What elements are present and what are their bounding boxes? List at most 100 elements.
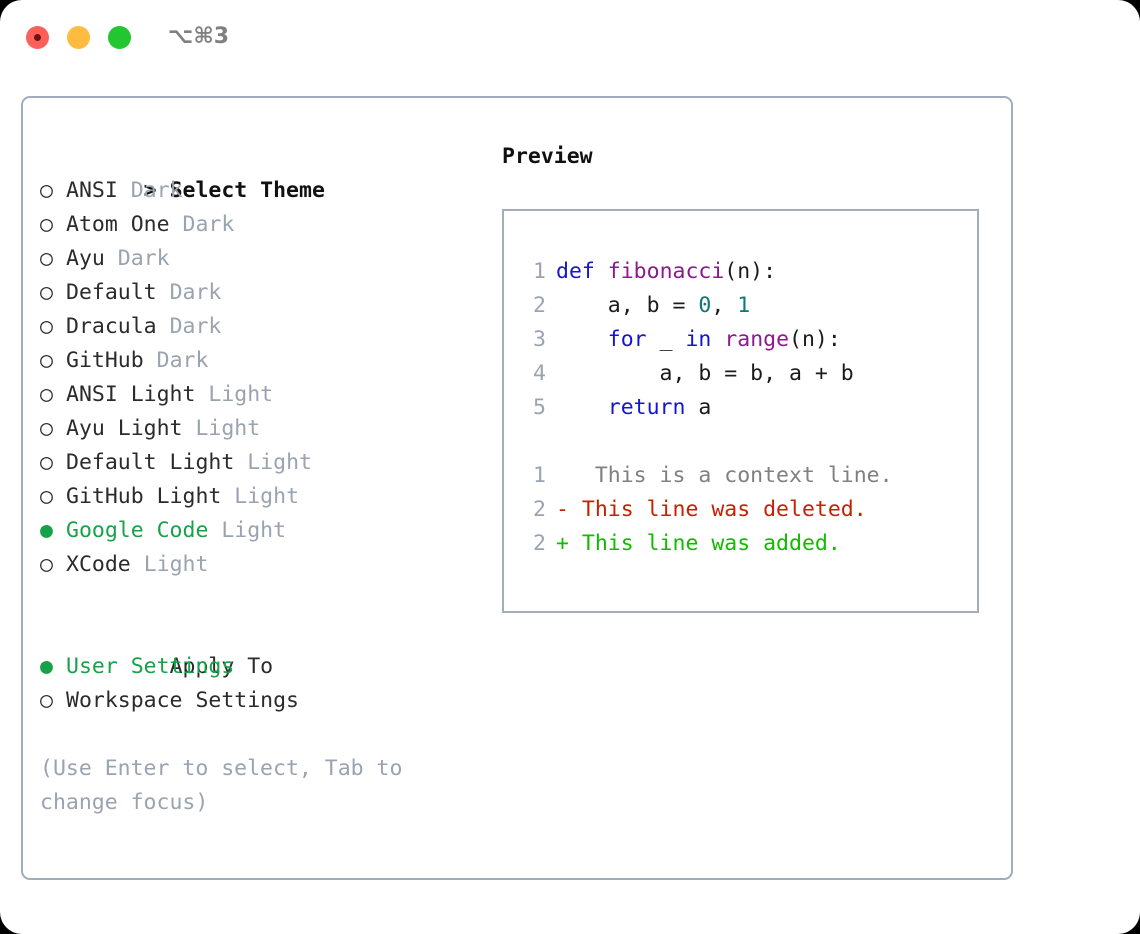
keyboard-shortcut-label: ⌥⌘3 <box>168 24 230 49</box>
apply-to-option[interactable]: ○ Workspace Settings <box>40 684 480 718</box>
code-token: 1 <box>737 293 751 318</box>
apply-to-option-label: User Settings <box>66 654 235 679</box>
theme-variant-label: Dark <box>117 246 170 271</box>
theme-name-label: Dracula <box>66 314 157 339</box>
theme-list-item[interactable]: ○Default Light Light <box>40 446 480 480</box>
diff-sign: - <box>556 497 569 522</box>
theme-variant-label: Dark <box>130 178 183 203</box>
theme-label-separator <box>131 552 144 577</box>
diff-sign <box>556 463 569 488</box>
theme-variant-label: Light <box>247 450 312 475</box>
diff-line: 2- This line was deleted. <box>512 493 973 527</box>
preview-column: Preview 1 def fibonacci (n): 2 a, b = 0, 1 3… <box>502 140 992 613</box>
code-token: return <box>607 395 686 420</box>
theme-variant-label: Light <box>234 484 300 509</box>
theme-variant-label: Dark <box>182 212 235 237</box>
diff-text: This line was deleted. <box>568 497 867 522</box>
close-window-icon[interactable] <box>26 26 49 49</box>
theme-list-item[interactable]: ● Google Code Light <box>40 514 480 548</box>
theme-name-label: GitHub <box>66 348 144 373</box>
radio-unselected-icon: ○ <box>40 314 53 339</box>
code-token <box>556 327 608 352</box>
apply-to-option[interactable]: ●User Settings <box>40 650 480 684</box>
theme-list-item[interactable]: ○GitHub Dark <box>40 344 480 378</box>
theme-label-separator <box>105 246 118 271</box>
apply-to-option-label: Workspace Settings <box>66 688 299 713</box>
code-token: , <box>711 293 738 318</box>
theme-name-label: Google Code <box>66 518 209 543</box>
theme-list: ○ANSI Dark○Atom One Dark○Ayu Dark○Defaul… <box>40 174 480 582</box>
theme-name-label: Default <box>66 280 157 305</box>
diff-sign: + <box>556 531 569 556</box>
minimize-window-icon[interactable] <box>67 26 90 49</box>
theme-name-label: ANSI Light <box>66 382 196 407</box>
radio-unselected-icon: ○ <box>40 178 53 203</box>
theme-list-item[interactable]: ○ Dracula Dark <box>40 310 480 344</box>
code-token: (n): <box>789 327 841 352</box>
theme-list-item[interactable]: ○ Atom One Dark <box>40 208 480 242</box>
theme-name-label: Atom One <box>66 212 170 237</box>
code-token: _ <box>646 327 686 352</box>
diff-text: This is a context line. <box>568 463 893 488</box>
code-diff-spacer <box>512 425 973 459</box>
theme-variant-label: Dark <box>169 280 222 305</box>
code-token: a, b = <box>556 293 699 318</box>
radio-unselected-icon: ○ <box>40 484 53 509</box>
theme-label-separator <box>195 382 208 407</box>
traffic-light-buttons <box>26 26 131 49</box>
theme-variant-label: Light <box>195 416 261 441</box>
radio-unselected-icon: ○ <box>40 688 53 713</box>
apply-to-header-label: Apply To <box>169 654 274 679</box>
radio-selected-icon: ● <box>40 518 53 543</box>
theme-variant-label: Light <box>208 382 274 407</box>
theme-variant-label: Dark <box>156 348 209 373</box>
radio-unselected-icon: ○ <box>40 212 53 237</box>
select-theme-header: > Select Theme <box>40 140 480 203</box>
code-token: range <box>724 327 790 352</box>
radio-unselected-icon: ○ <box>40 382 53 407</box>
theme-name-label: Default Light <box>66 450 235 475</box>
keyboard-hint-text: (Use Enter to select, Tab to change focu… <box>40 756 416 815</box>
code-line: 2 a, b = 0, 1 <box>512 289 973 323</box>
radio-unselected-icon: ○ <box>40 280 53 305</box>
line-number: 3 <box>533 327 546 352</box>
title-bar: ⌥⌘3 <box>0 0 1140 78</box>
line-number: 2 <box>533 497 546 522</box>
theme-variant-label: Light <box>221 518 287 543</box>
line-number: 5 <box>533 395 546 420</box>
theme-label-separator <box>144 348 157 373</box>
theme-list-item[interactable]: ○XCode Light <box>40 548 480 582</box>
theme-list-item[interactable]: ○Ayu Dark <box>40 242 480 276</box>
code-token: fibonacci <box>607 259 725 284</box>
theme-label-separator <box>170 212 183 237</box>
theme-label-separator <box>208 518 221 543</box>
theme-list-item[interactable]: ○ ANSI Dark <box>40 174 480 208</box>
theme-list-item[interactable]: ○ Default Dark <box>40 276 480 310</box>
code-token <box>595 259 608 284</box>
theme-name-label: Ayu Light <box>66 416 183 441</box>
code-line: 5 return a <box>512 391 973 425</box>
preview-title: Preview <box>502 144 593 169</box>
theme-list-item[interactable]: ○ ANSI Light Light <box>40 378 480 412</box>
prompt-caret-icon: > <box>143 178 157 203</box>
theme-variant-label: Dark <box>169 314 222 339</box>
code-token <box>556 395 608 420</box>
theme-name-label: ANSI <box>66 178 118 203</box>
code-token: def <box>556 259 595 284</box>
theme-list-item[interactable]: ○GitHub Light Light <box>40 480 480 514</box>
line-number: 1 <box>533 463 546 488</box>
line-number: 1 <box>533 259 546 284</box>
select-theme-header-label: Select Theme <box>169 178 325 203</box>
code-line: 4 a, b = b, a + b <box>512 357 973 391</box>
radio-unselected-icon: ○ <box>40 552 53 577</box>
theme-variant-label: Light <box>143 552 209 577</box>
radio-unselected-icon: ○ <box>40 246 53 271</box>
maximize-window-icon[interactable] <box>108 26 131 49</box>
line-number: 2 <box>533 293 546 318</box>
theme-list-item[interactable]: ○Ayu Light Light <box>40 412 480 446</box>
code-token: a, b = b, a + b <box>556 361 854 386</box>
